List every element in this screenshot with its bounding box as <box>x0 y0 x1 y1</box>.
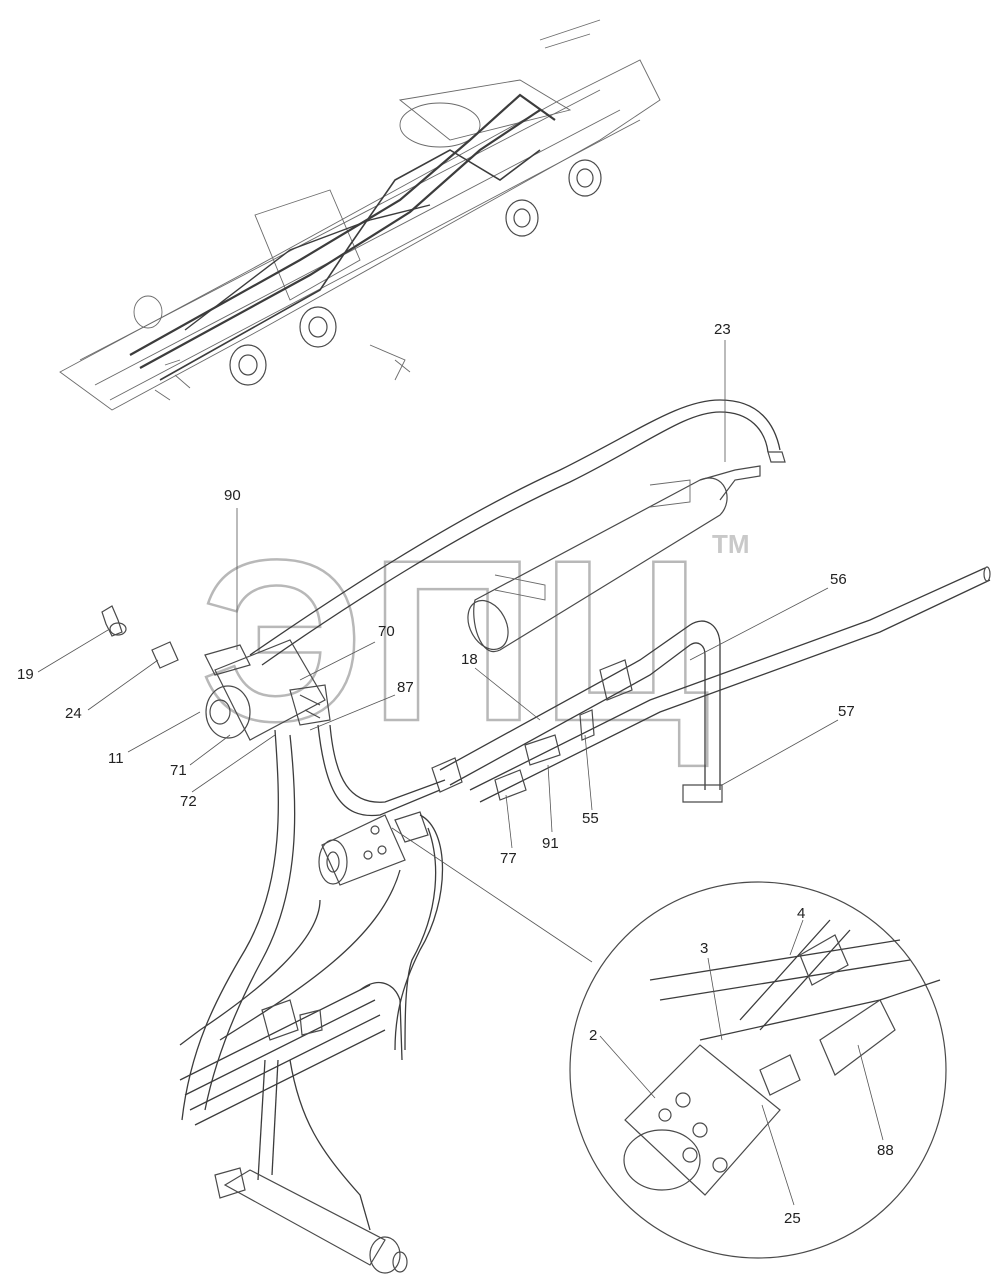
watermark-tm: TM <box>712 529 750 559</box>
steering-cylinder <box>214 1059 408 1274</box>
callout-91: 91 <box>542 835 559 852</box>
callout-3: 3 <box>700 940 708 957</box>
callout-90: 90 <box>224 487 241 504</box>
chassis-overview <box>59 19 661 411</box>
watermark-text: ЭПЦ <box>200 512 715 769</box>
fitting-24 <box>151 641 179 669</box>
hydraulic-assembly <box>101 399 991 1274</box>
callout-57: 57 <box>838 703 855 720</box>
callout-11: 11 <box>108 750 124 767</box>
callout-77: 77 <box>500 850 517 867</box>
watermark: ЭПЦ TM <box>199 511 750 771</box>
leader-lines <box>37 340 884 1206</box>
callout-labels: 23 90 56 70 18 87 57 19 24 11 71 72 55 9… <box>17 321 894 1227</box>
callout-87: 87 <box>397 679 414 696</box>
callout-70: 70 <box>378 623 395 640</box>
callout-2: 2 <box>589 1027 597 1044</box>
callout-88: 88 <box>877 1142 894 1159</box>
callout-71: 71 <box>170 762 187 779</box>
callout-18: 18 <box>461 651 478 668</box>
callout-56: 56 <box>830 571 847 588</box>
callout-23: 23 <box>714 321 731 338</box>
callout-4: 4 <box>797 905 805 922</box>
callout-24: 24 <box>65 705 82 722</box>
oil-tank <box>467 465 761 653</box>
detail-view <box>391 827 947 1259</box>
callout-25: 25 <box>784 1210 801 1227</box>
callout-19: 19 <box>17 666 34 683</box>
pump <box>204 639 331 741</box>
fitting-19 <box>101 605 123 637</box>
callout-55: 55 <box>582 810 599 827</box>
steering-valve <box>318 811 429 886</box>
callout-72: 72 <box>180 793 197 810</box>
